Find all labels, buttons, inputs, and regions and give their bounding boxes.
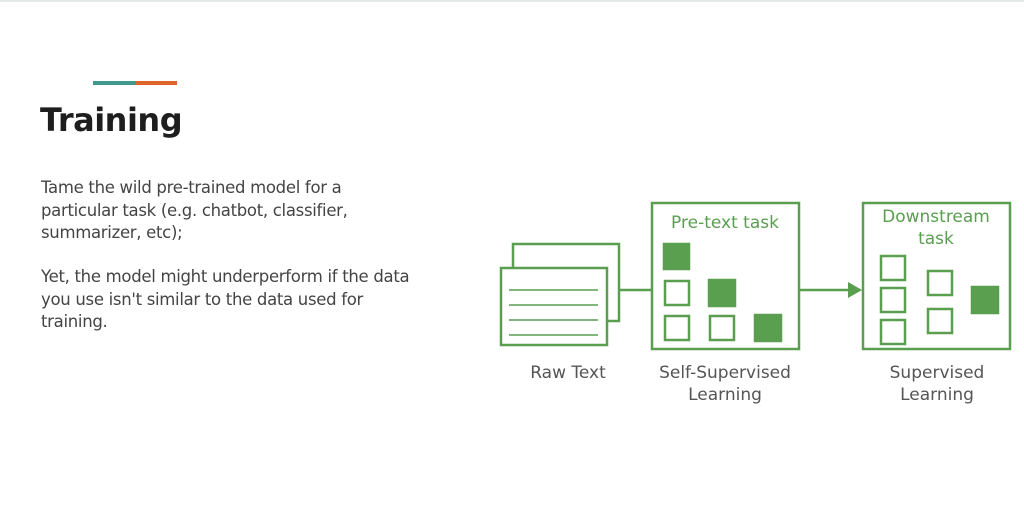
self-supervised-label-line1: Self-Supervised — [659, 363, 791, 383]
paragraph-1-line: particular task (e.g. chatbot, classifie… — [41, 200, 348, 220]
arrow-head-icon — [848, 282, 862, 298]
grid-cell-filled — [970, 285, 1000, 315]
paragraph-1-line: summarizer, etc); — [41, 223, 183, 242]
paragraph-2: Yet, the model might underperform if the… — [41, 266, 441, 334]
downstream-title-line1: Downstream — [882, 207, 990, 227]
paragraph-2-line: training. — [41, 312, 108, 331]
paragraph-1-line: Tame the wild pre-trained model for a — [41, 178, 342, 197]
pretext-box — [650, 201, 801, 351]
grid-cell-empty — [708, 314, 736, 342]
pretext-grid — [662, 242, 783, 343]
grid-cell-empty — [879, 254, 907, 282]
paragraph-2-line: Yet, the model might underperform if the… — [41, 267, 410, 286]
self-supervised-label-line2: Learning — [688, 385, 762, 405]
grid-cell-filled — [753, 313, 783, 343]
top-border — [0, 0, 1024, 2]
document-front — [499, 266, 609, 347]
accent-bar-orange — [136, 81, 177, 85]
grid-cell-empty — [926, 307, 954, 335]
downstream-box — [861, 201, 1012, 351]
raw-text-label: Raw Text — [530, 363, 606, 383]
supervised-label-line1: Supervised — [890, 363, 985, 383]
grid-cell-empty — [663, 314, 691, 342]
downstream-grid — [879, 254, 1000, 346]
paragraph-2-line: you use isn't similar to the data used f… — [41, 289, 364, 309]
grid-cell-empty — [926, 269, 954, 297]
grid-cell-empty — [879, 286, 907, 314]
pretext-title: Pre-text task — [671, 213, 779, 233]
grid-cell-filled — [707, 278, 737, 308]
downstream-title-line2: task — [918, 229, 954, 249]
slide-title: Training — [40, 101, 183, 139]
grid-cell-empty — [663, 279, 691, 307]
document-stack-icon — [499, 242, 621, 347]
grid-cell-empty — [879, 318, 907, 346]
supervised-label-line2: Learning — [900, 385, 974, 405]
accent-bar-teal — [93, 81, 136, 85]
paragraph-1: Tame the wild pre-trained model for a pa… — [41, 177, 441, 245]
grid-cell-filled — [662, 242, 691, 271]
